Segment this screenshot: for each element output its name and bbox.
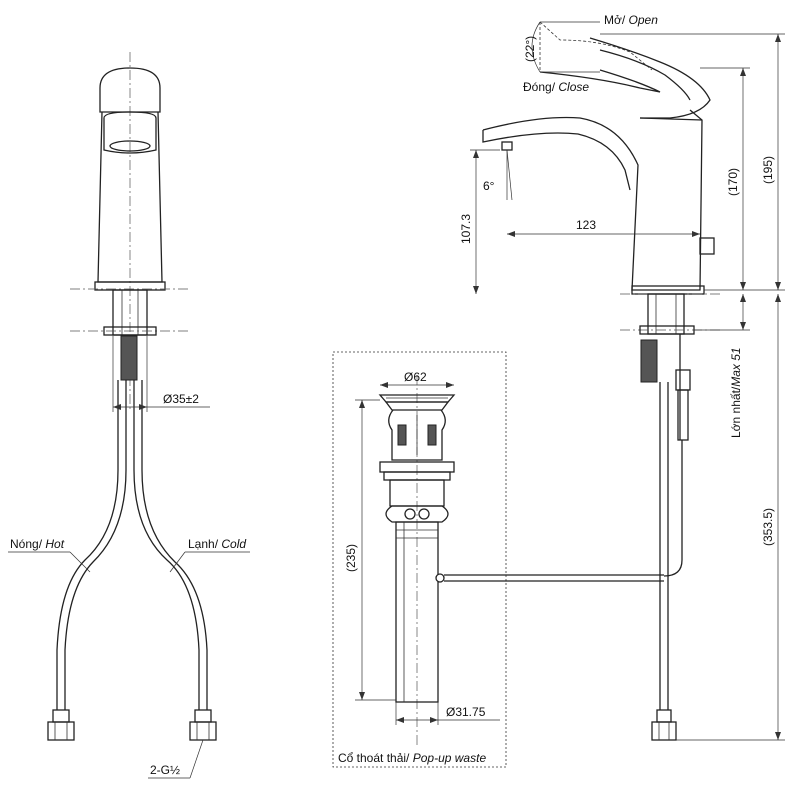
popup-waste-en: Pop-up waste — [413, 751, 487, 765]
dim-123-label: 123 — [576, 218, 596, 232]
angle-22-label: (22°) — [523, 36, 537, 62]
dim-353-label: (353.5) — [761, 508, 775, 546]
max-51-label: Lớn nhất/Max 51 — [729, 347, 743, 438]
hot-label-vi: Nóng/ — [10, 537, 43, 551]
dim-170-label: (170) — [726, 168, 740, 196]
close-label: Đóng/ Close — [523, 80, 589, 94]
front-view — [8, 52, 250, 779]
hot-label-en: Hot — [45, 537, 64, 551]
open-label-en: Open — [629, 13, 659, 27]
max-51-en: Max 51 — [729, 347, 743, 386]
dim-195-label: (195) — [761, 156, 775, 184]
cold-label-vi: Lạnh/ — [188, 537, 219, 551]
popup-waste-vi: Cổ thoát thải/ — [338, 751, 410, 765]
diameter-35-label: Ø35±2 — [163, 392, 199, 406]
cold-label-en: Cold — [221, 537, 246, 551]
dim-235-label: (235) — [344, 544, 358, 572]
popup-waste-label: Cổ thoát thải/ Pop-up waste — [338, 751, 486, 765]
diameter-62-label: Ø62 — [404, 370, 427, 384]
angle-6-label: 6° — [483, 179, 495, 193]
cold-label: Lạnh/ Cold — [188, 537, 246, 551]
max-51-vi: Lớn nhất/ — [729, 386, 743, 438]
close-label-vi: Đóng/ — [523, 80, 556, 94]
diameter-3175-label: Ø31.75 — [446, 705, 486, 719]
open-label: Mở/ Open — [604, 13, 658, 27]
dim-107-label: 107.3 — [459, 214, 473, 244]
close-label-en: Close — [558, 80, 589, 94]
side-view — [444, 21, 785, 741]
thread-label: 2-G½ — [150, 763, 180, 777]
popup-waste-view — [332, 351, 507, 768]
hot-label: Nóng/ Hot — [10, 537, 65, 551]
open-label-vi: Mở/ — [604, 13, 626, 27]
